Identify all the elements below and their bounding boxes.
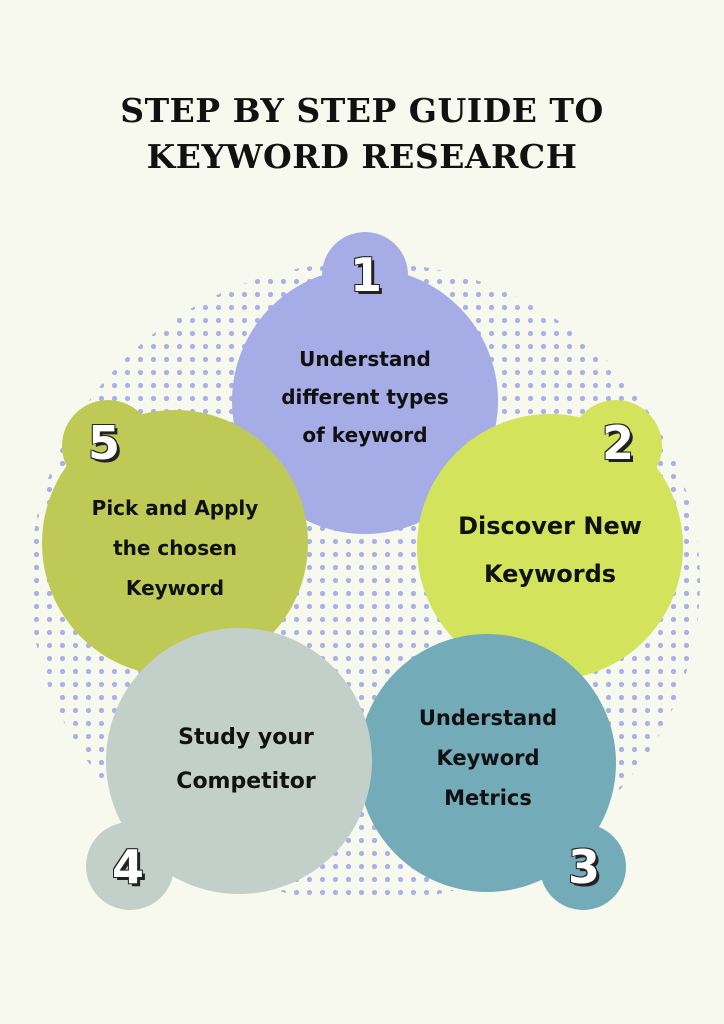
step-4-circle	[106, 628, 372, 894]
title-line-1: STEP BY STEP GUIDE TO	[120, 91, 604, 130]
step-5-label: Pick and Apply the chosen Keyword	[56, 488, 294, 608]
step-4-label-line-1: Study your	[178, 725, 314, 750]
step-2-number: 2	[601, 416, 634, 470]
step-5-label-line-1: Pick and Apply	[91, 496, 259, 520]
step-3-label-line-3: Metrics	[444, 786, 532, 810]
step-1-label-line-3: of keyword	[302, 423, 428, 447]
step-4-number: 4	[111, 840, 144, 894]
step-5-label-line-3: Keyword	[125, 576, 225, 600]
step-1-label: Understand different types of keyword	[242, 340, 488, 454]
step-1-label-line-2: different types	[281, 385, 449, 409]
step-4-label-line-2: Competitor	[176, 769, 316, 794]
step-3-label-line-1: Understand	[418, 706, 558, 730]
page-title: STEP BY STEP GUIDE TO KEYWORD RESEARCH	[0, 88, 724, 180]
step-3-label-line-2: Keyword	[436, 746, 540, 770]
step-5-label-line-2: the chosen	[113, 536, 237, 560]
step-1-label-line-1: Understand	[299, 347, 431, 371]
step-3-circle	[358, 634, 616, 892]
step-5-number: 5	[87, 416, 120, 470]
step-2-label-line-2: Keywords	[483, 560, 617, 588]
step-3-number: 3	[567, 840, 600, 894]
step-4-label: Study your Competitor	[126, 716, 366, 804]
step-1-number: 1	[349, 248, 382, 302]
title-line-2: KEYWORD RESEARCH	[146, 137, 578, 176]
step-3-label: Understand Keyword Metrics	[378, 698, 598, 818]
step-2-label: Discover New Keywords	[430, 502, 670, 598]
step-2-label-line-1: Discover New	[458, 512, 642, 540]
